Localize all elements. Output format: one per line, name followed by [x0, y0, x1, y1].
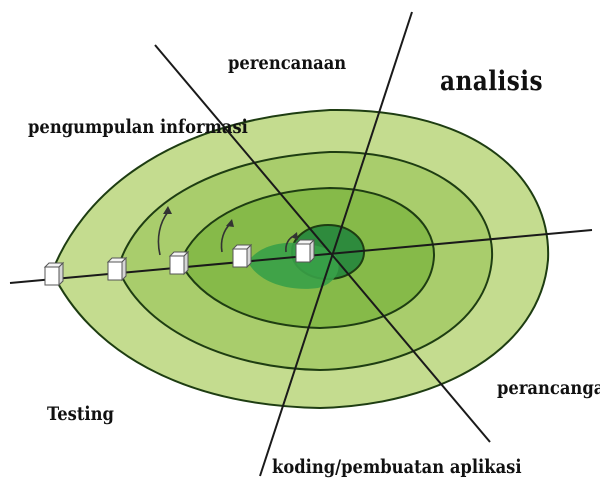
milestone-cube-icon [106, 256, 128, 282]
label-perencanaan: perencanaan [228, 52, 347, 74]
spiral-arrow-icon [157, 211, 169, 256]
label-pengumpulan-informasi: pengumpulan informasi [28, 116, 248, 138]
milestone-cube-icon [294, 238, 316, 264]
label-testing: Testing [47, 403, 114, 425]
spiral-arrow-icon [163, 206, 172, 214]
spiral-arrow-icon [291, 232, 298, 240]
label-analisis: analisis [440, 66, 544, 97]
spiral-arrow-icon [226, 219, 234, 227]
milestone-cube-icon [43, 261, 65, 287]
milestone-cube-icon [231, 243, 253, 269]
axis-diagonal-a [154, 44, 491, 443]
label-perancangan: perancangan [497, 377, 600, 399]
milestone-cube-icon [168, 250, 190, 276]
label-koding: koding/pembuatan aplikasi [272, 456, 522, 478]
axis-diagonal-b [259, 11, 413, 477]
